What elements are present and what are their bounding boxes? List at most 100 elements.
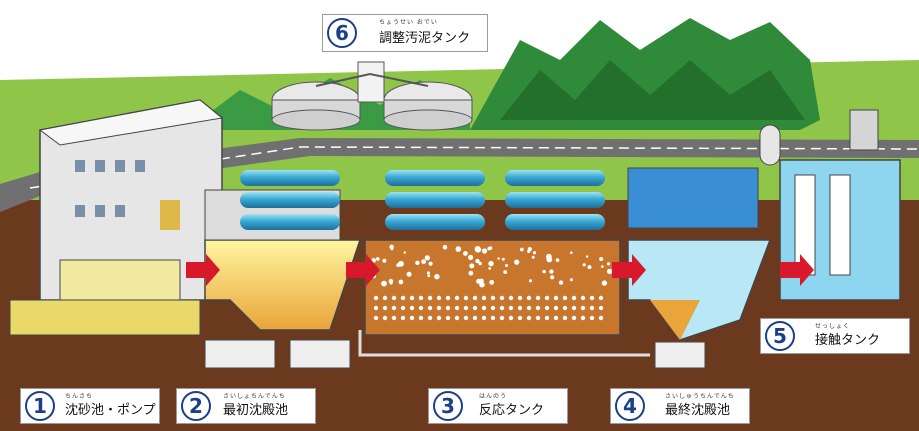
diffuser-bubble bbox=[517, 315, 523, 321]
flow-arrow bbox=[186, 254, 220, 286]
diffuser-bubble bbox=[382, 295, 388, 301]
diffuser-bubble bbox=[562, 315, 568, 321]
diffuser-bubble bbox=[553, 295, 559, 301]
diffuser-bubble bbox=[463, 295, 469, 301]
diffuser-bubble bbox=[526, 305, 532, 311]
step-name-1: 沈砂池・ポンプ bbox=[65, 403, 156, 418]
diffuser-bubble bbox=[508, 315, 514, 321]
diffuser-bubble bbox=[544, 305, 550, 311]
tank-covers bbox=[240, 170, 605, 230]
diffuser-bubble bbox=[472, 315, 478, 321]
diffuser-bubble bbox=[553, 315, 559, 321]
air-bubble bbox=[514, 259, 520, 265]
diffuser-bubble bbox=[526, 315, 532, 321]
air-bubble bbox=[479, 281, 485, 288]
air-bubble bbox=[442, 244, 448, 250]
air-bubble bbox=[505, 264, 508, 267]
step-furigana-4: さいしゅうちんでんち bbox=[665, 393, 735, 400]
air-bubble bbox=[555, 258, 560, 262]
step-furigana-3: はんのう bbox=[479, 393, 508, 400]
diffuser-bubble bbox=[499, 305, 505, 311]
diffuser-bubble bbox=[481, 305, 487, 311]
step-number-3: 3 bbox=[433, 391, 463, 421]
diffuser-bubble bbox=[490, 295, 496, 301]
diffuser-bubble bbox=[571, 315, 577, 321]
air-bubble bbox=[558, 280, 564, 285]
diffuser-bubble bbox=[508, 295, 514, 301]
reaction-tank bbox=[358, 239, 650, 357]
air-bubble bbox=[587, 265, 592, 270]
contact-tank bbox=[759, 109, 901, 301]
diffuser-bubble bbox=[373, 305, 379, 311]
air-bubble bbox=[389, 281, 393, 285]
diffuser-bubble bbox=[436, 315, 442, 321]
diffuser-bubble bbox=[499, 295, 505, 301]
step-label-3: 3 はんのう 反応タンク bbox=[428, 388, 568, 424]
step-number-4: 4 bbox=[615, 391, 645, 421]
diffuser-bubble bbox=[589, 315, 595, 321]
diffuser-bubble bbox=[427, 305, 433, 311]
pump-building bbox=[38, 99, 224, 301]
diffuser-bubble bbox=[472, 295, 478, 301]
diffuser-bubble bbox=[409, 315, 415, 321]
air-bubble bbox=[427, 274, 431, 278]
diffuser-bubble bbox=[454, 315, 460, 321]
diffuser-bubble bbox=[544, 315, 550, 321]
diffuser-bubble bbox=[562, 305, 568, 311]
air-bubble bbox=[532, 251, 537, 255]
step-name-5: 接触タンク bbox=[815, 333, 881, 348]
air-bubble bbox=[474, 246, 481, 252]
air-bubble bbox=[497, 257, 500, 260]
step-label-1: 1 ちんさち 沈砂池・ポンプ bbox=[20, 388, 160, 424]
diffuser-bubble bbox=[598, 295, 604, 301]
air-bubble bbox=[487, 246, 492, 251]
air-bubble bbox=[475, 258, 480, 264]
air-bubble bbox=[601, 280, 608, 286]
air-bubble bbox=[585, 255, 589, 258]
diffuser-bubble bbox=[400, 295, 406, 301]
diffuser-bubble bbox=[562, 295, 568, 301]
step-number-5: 5 bbox=[765, 321, 795, 351]
diffuser-bubble bbox=[445, 315, 451, 321]
diffuser-bubble bbox=[544, 295, 550, 301]
air-bubble bbox=[542, 269, 546, 274]
step-furigana-2: さいしょちんでんち bbox=[223, 393, 286, 400]
diffuser-bubble bbox=[490, 305, 496, 311]
sludge-tanks bbox=[271, 61, 473, 131]
diffuser-bubble bbox=[391, 295, 397, 301]
diffuser-bubble bbox=[436, 305, 442, 311]
diffuser-bubble bbox=[580, 305, 586, 311]
step-name-4: 最終沈殿池 bbox=[665, 403, 731, 418]
air-bubble bbox=[428, 261, 433, 266]
diffuser-bubble bbox=[499, 315, 505, 321]
diffuser-bubble bbox=[598, 315, 604, 321]
diffuser-bubble bbox=[400, 305, 406, 311]
air-bubble bbox=[570, 251, 573, 254]
air-bubble bbox=[434, 274, 440, 280]
road bbox=[0, 138, 919, 212]
air-bubble bbox=[381, 280, 387, 287]
step-furigana-1: ちんさち bbox=[65, 393, 94, 400]
diffuser-bubble bbox=[418, 305, 424, 311]
diffuser-bubble bbox=[580, 295, 586, 301]
air-bubble bbox=[415, 260, 420, 265]
air-bubble bbox=[569, 278, 573, 282]
air-bubble bbox=[549, 269, 554, 274]
step-number-2: 2 bbox=[181, 391, 211, 421]
diffuser-bubble bbox=[571, 295, 577, 301]
step-furigana-6: ちょうせい おでい bbox=[379, 19, 438, 26]
air-bubble bbox=[546, 256, 553, 263]
diffuser-bubble bbox=[391, 305, 397, 311]
air-bubble bbox=[528, 279, 533, 283]
flow-arrow bbox=[346, 254, 380, 286]
diffuser-bubble bbox=[409, 295, 415, 301]
air-bubble bbox=[406, 271, 412, 277]
diffuser-bubble bbox=[535, 305, 541, 311]
diffuser-bubble bbox=[418, 315, 424, 321]
step-name-2: 最初沈殿池 bbox=[223, 403, 289, 418]
step-label-4: 4 さいしゅうちんでんち 最終沈殿池 bbox=[610, 388, 750, 424]
step-label-5: 5 せっしょく 接触タンク bbox=[760, 318, 910, 354]
step-furigana-5: せっしょく bbox=[815, 323, 851, 330]
air-bubble bbox=[421, 259, 426, 265]
air-bubble bbox=[468, 254, 474, 260]
